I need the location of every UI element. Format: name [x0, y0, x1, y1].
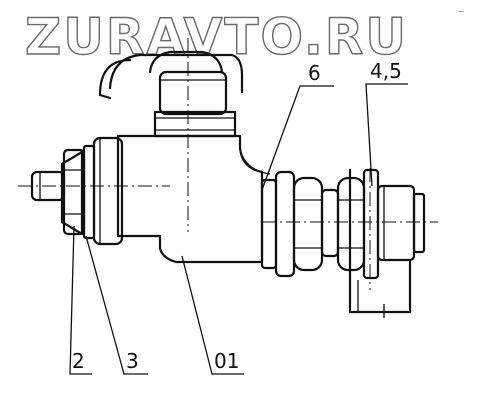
- valve-neck: [153, 110, 237, 138]
- watermark-corner-mark: ~: [458, 7, 465, 16]
- callout-2: 2: [72, 349, 85, 373]
- callout-6: 6: [308, 61, 321, 85]
- callout-3: 3: [126, 349, 139, 373]
- left-fitting: [30, 136, 124, 246]
- callout-4-5: 4,5: [370, 59, 402, 83]
- leader-lines: [69, 83, 408, 375]
- watermark-text: ZURAVTO.RU: [25, 8, 408, 66]
- protective-cap: [98, 50, 244, 116]
- callout-01: 01: [214, 349, 239, 373]
- valve-body: [116, 134, 271, 264]
- right-fitting: [260, 168, 426, 318]
